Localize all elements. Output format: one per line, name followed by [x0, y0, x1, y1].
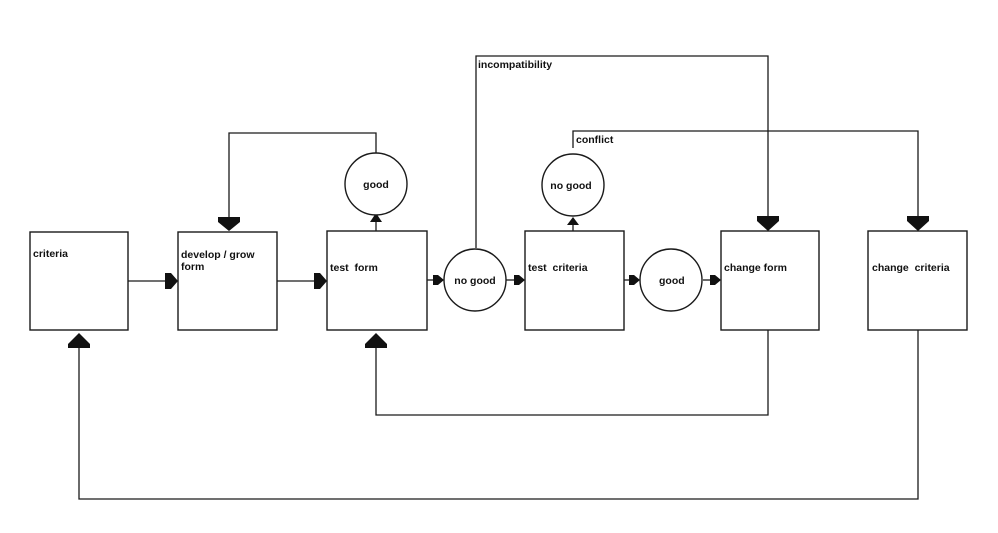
incompatibility-label: incompatibility [478, 59, 552, 71]
edge-change-form-loop-to-test-form [375, 330, 769, 416]
good-mid-label: good [659, 275, 685, 287]
change-form-label: change form [724, 262, 787, 274]
node-no-good-top: no good [541, 153, 605, 217]
no-good-top-label: no good [550, 180, 591, 192]
develop-grow-label-line2: form [181, 261, 204, 273]
no-good-top-circle [541, 153, 605, 217]
edge-change-criteria-loop-to-criteria [78, 330, 919, 500]
arrow-up-icon [370, 213, 382, 222]
node-test-form: test form [326, 230, 428, 331]
no-good-mid-label: no good [454, 275, 495, 287]
node-no-good-mid: no good [443, 248, 507, 312]
edge-good-loop-to-develop [228, 132, 377, 218]
criteria-box [29, 231, 129, 331]
conflict-label: conflict [576, 134, 614, 146]
arrow-right-icon [629, 275, 640, 285]
test-criteria-label: test criteria [528, 262, 588, 274]
arrow-up-icon [567, 217, 579, 225]
good-top-circle [344, 152, 408, 216]
arrow-right-icon [433, 275, 444, 285]
arrow-right-icon [165, 273, 178, 289]
node-test-criteria: test criteria [524, 230, 625, 331]
no-good-mid-circle [443, 248, 507, 312]
criteria-label: criteria [33, 248, 68, 260]
node-develop-grow-form: develop / grow form [177, 231, 278, 331]
arrow-right-icon [710, 275, 721, 285]
arrow-right-icon [314, 273, 327, 289]
arrowheads [68, 213, 929, 348]
test-criteria-box [524, 230, 625, 331]
arrow-up-icon [365, 333, 387, 348]
arrow-down-icon [757, 216, 779, 231]
test-form-box [326, 230, 428, 331]
node-change-criteria: change criteria [867, 230, 968, 331]
change-criteria-label: change criteria [872, 262, 950, 274]
node-good-mid: good [639, 248, 703, 312]
node-good-top: good [344, 152, 408, 216]
arrow-right-icon [514, 275, 525, 285]
arrow-down-icon [907, 216, 929, 231]
edge-conflict-to-change-criteria [572, 130, 919, 217]
change-form-box [720, 230, 820, 331]
change-criteria-box [867, 230, 968, 331]
edge-incompatibility-to-change-form [475, 55, 769, 248]
test-form-label: test form [330, 262, 378, 274]
connectors [78, 55, 919, 500]
develop-grow-label-line1: develop / grow [181, 249, 255, 261]
good-mid-circle [639, 248, 703, 312]
node-change-form: change form [720, 230, 820, 331]
arrow-up-icon [68, 333, 90, 348]
node-criteria: criteria [29, 231, 129, 331]
arrow-down-icon [218, 217, 240, 231]
good-top-label: good [363, 179, 389, 191]
develop-grow-form-box [177, 231, 278, 331]
